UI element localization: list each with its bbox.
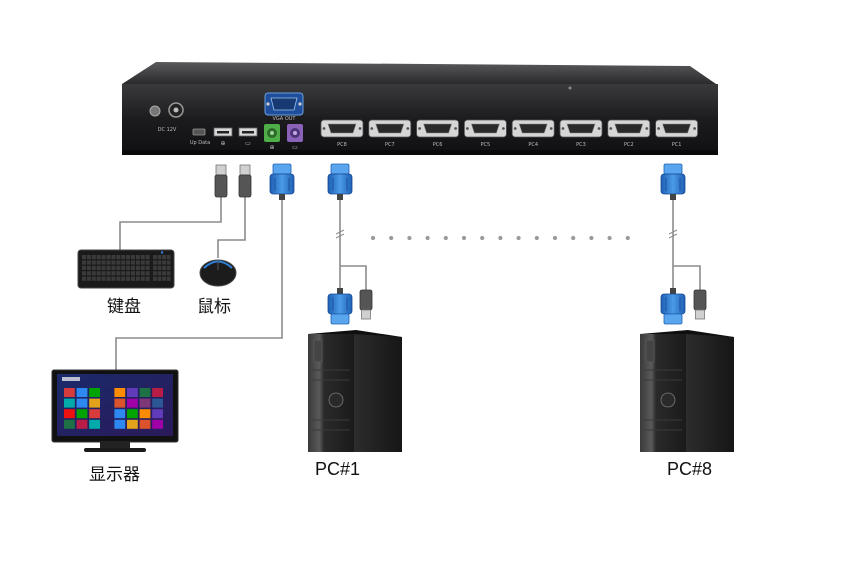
keyboard-symbol-icon: ▭ <box>245 140 251 147</box>
ellipsis-dot <box>443 235 448 241</box>
upgrade-port-label: Up Data <box>190 140 210 146</box>
monitor-label: 显示器 <box>89 465 140 485</box>
ellipsis-dot <box>498 235 503 241</box>
ellipsis-dot <box>480 235 485 241</box>
pc-port-pc5: PC5 <box>463 119 507 148</box>
keyboard-keys <box>82 251 171 281</box>
keyboard-label: 键盘 <box>107 297 141 317</box>
vga-plug-pc8-switch <box>660 163 686 200</box>
ellipsis-dot <box>534 235 539 241</box>
ellipsis-dot <box>407 235 412 241</box>
ellipsis-dot <box>389 235 394 241</box>
pc1-side-panel <box>354 334 402 452</box>
kvm-switch-rear-panel <box>122 84 718 154</box>
ps2-ports: ⊕ ▭ <box>264 124 303 151</box>
ps2-keyboard-symbol-icon: ▭ <box>292 144 298 151</box>
cable-break-mark-1 <box>335 229 345 235</box>
pc-port-label: PC3 <box>576 142 586 148</box>
screen-start-tiles <box>62 377 163 429</box>
power-port-label: DC 12V <box>158 127 177 133</box>
pc-port-pc3: PC3 <box>559 119 603 148</box>
usb-plug-pc8 <box>693 289 707 320</box>
pc-port-pc1: PC1 <box>655 119 698 148</box>
kvm-switch-top <box>122 62 716 84</box>
pc-tower-1 <box>308 330 402 452</box>
upgrade-port: Up Data <box>190 128 210 146</box>
pc-port-label: PC8 <box>337 142 347 148</box>
cable-break-mark-8 <box>668 229 678 235</box>
vga-plug-pc8 <box>660 288 686 325</box>
ellipsis-dot <box>607 235 612 241</box>
pc-port-label: PC2 <box>624 142 634 148</box>
monitor-base <box>84 448 146 452</box>
pc-port-pc6: PC6 <box>416 119 460 148</box>
cables <box>115 196 701 372</box>
pc8-logo-icon <box>660 392 676 408</box>
vga-plug-monitor <box>269 163 295 200</box>
ellipsis-dot <box>552 235 558 241</box>
pc-port-label: PC4 <box>528 142 538 148</box>
ps2-mouse-symbol-icon: ⊕ <box>269 144 274 151</box>
monitor-neck <box>100 442 130 448</box>
vga-plug-pc1-switch <box>327 163 353 200</box>
monitor-cable <box>115 200 283 372</box>
ellipsis-dot <box>625 235 630 241</box>
vga-out-label: VGA OUT <box>273 116 297 122</box>
pc8-cable-usb <box>673 265 701 290</box>
mouse-cable <box>217 196 246 258</box>
pc-port-row: PC8 PC7 PC6 PC5 PC4 PC3 PC2 PC1 <box>320 119 698 148</box>
keyboard <box>77 249 175 289</box>
pc-port-label: PC1 <box>672 142 682 148</box>
usb-ports: ⊕ ▭ <box>213 127 258 147</box>
pc8-label: PC#8 <box>667 459 713 479</box>
ellipsis-dot <box>425 235 430 241</box>
pc-port-pc2: PC2 <box>607 119 651 148</box>
pc-port-label: PC6 <box>433 142 443 148</box>
pc-tower-8 <box>640 330 734 452</box>
pc-port-pc8: PC8 <box>320 119 364 148</box>
mouse-label: 鼠标 <box>197 297 231 317</box>
pc1-cable-usb <box>340 265 367 290</box>
pc1-logo-icon <box>328 392 344 408</box>
monitor <box>51 369 179 452</box>
keyboard-cable <box>119 196 222 250</box>
usb-plug-keyboard <box>214 164 228 198</box>
mouse-symbol-icon: ⊕ <box>220 140 225 147</box>
ellipsis-dot <box>516 235 521 241</box>
pc-port-pc4: PC4 <box>511 119 555 148</box>
pc-port-label: PC7 <box>385 142 395 148</box>
mouse-body <box>199 259 237 287</box>
ellipsis-dot <box>589 235 594 241</box>
vga-plugs <box>269 163 686 325</box>
vga-out-port: VGA OUT <box>264 92 304 122</box>
pc-port-pc7: PC7 <box>368 119 412 148</box>
power-jack: DC 12V <box>149 102 184 133</box>
pc1-label: PC#1 <box>315 459 361 479</box>
usb-plug-pc1 <box>359 289 373 320</box>
kvm-switch: DC 12V Up Data ⊕ ▭ ⊕ ▭ <box>122 62 718 155</box>
ellipsis-dot <box>461 235 467 241</box>
ellipsis-dot <box>370 235 376 241</box>
vga-plug-pc1 <box>327 288 353 325</box>
pc8-side-panel <box>686 334 734 452</box>
usb-plug-mouse <box>238 164 252 198</box>
mouse <box>199 259 237 287</box>
pc-port-label: PC5 <box>481 142 491 148</box>
ellipsis-dot <box>571 235 576 241</box>
more-pcs-ellipsis <box>370 235 630 241</box>
